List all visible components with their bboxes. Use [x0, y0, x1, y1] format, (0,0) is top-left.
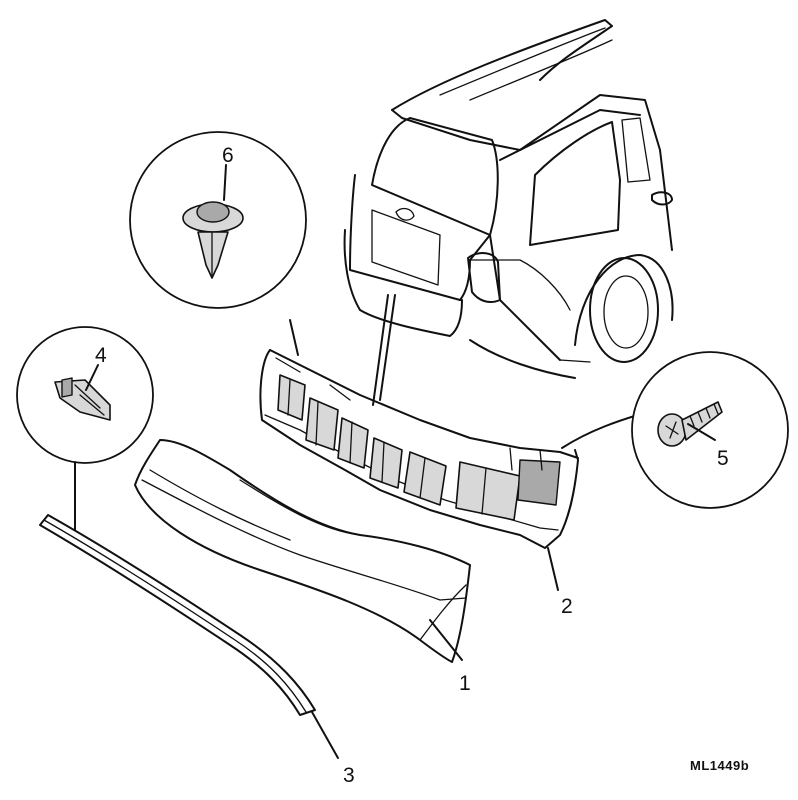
- drawing-reference: ML1449b: [690, 758, 749, 773]
- push-clip-icon: [182, 201, 244, 279]
- leader-part-3: [311, 711, 339, 759]
- callout-part-2: 2: [561, 595, 573, 618]
- callout-part-6: 6: [222, 144, 234, 167]
- bumper-armature-part-2: [259, 349, 579, 549]
- retaining-clip-icon: [54, 377, 111, 421]
- callout-part-1: 1: [459, 672, 471, 695]
- leader-part-2: [547, 547, 559, 591]
- detail-circle-part-4: [16, 326, 154, 531]
- trim-strip-part-3: [39, 514, 316, 716]
- detail-circle-part-5: [561, 351, 789, 509]
- callout-part-3: 3: [343, 764, 355, 787]
- screw-icon: [657, 401, 723, 447]
- callout-part-4: 4: [95, 344, 107, 367]
- vehicle-rear-view: [343, 19, 674, 406]
- callout-part-5: 5: [717, 447, 729, 470]
- leader-part-1: [429, 619, 463, 661]
- bumper-cover-part-1: [134, 439, 471, 663]
- detail-circle-part-6: [129, 131, 307, 356]
